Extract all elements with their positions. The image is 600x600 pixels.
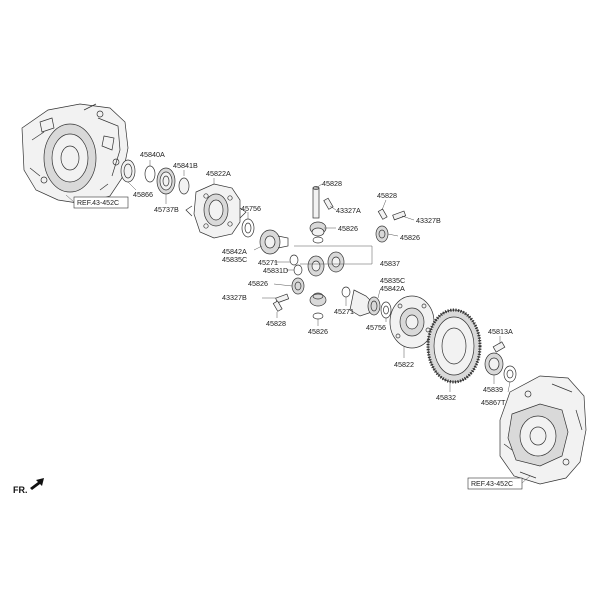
label-45839: 45839: [483, 385, 503, 394]
snap-ring-45840A: [144, 165, 156, 183]
label-45826-top: 45826: [338, 224, 358, 233]
bearing-45737B: [156, 167, 176, 195]
side-gear-left: [259, 229, 289, 255]
label-45756-top: 45756: [241, 204, 261, 213]
ring-gear-45832: [426, 308, 482, 384]
label-43327B-right: 43327B: [416, 216, 441, 225]
label-45828-top: 45828: [322, 179, 342, 188]
transmission-housing-left: [21, 103, 129, 205]
label-43327A: 43327A: [336, 206, 361, 215]
seal-45866: [120, 159, 136, 183]
pinion-45826-top: [309, 221, 327, 244]
pin-43327B-right: [392, 210, 407, 221]
label-45756-bottom: 45756: [366, 323, 386, 332]
label-45822: 45822: [394, 360, 414, 369]
bearing-45839: [484, 352, 504, 376]
label-45826-left: 45826: [248, 279, 268, 288]
ring-45271-bottom: [341, 286, 351, 298]
front-direction-indicator: FR.: [13, 478, 44, 495]
differential-case-45822: [389, 295, 435, 349]
pin-45828-right: [377, 208, 388, 220]
ring-45271-left: [289, 254, 299, 266]
ref-box-top: REF.43-452C: [65, 194, 129, 209]
pinion-45826-bottom: [309, 292, 327, 320]
pin-45828-bottom: [272, 300, 283, 312]
label-45842A-right: 45842A: [380, 284, 405, 293]
label-45737B: 45737B: [154, 205, 179, 214]
label-45828-right: 45828: [377, 191, 397, 200]
part-labels: 45840A 45841B 45822A 45866 45737B 45828 …: [133, 150, 513, 407]
shim-45841B: [178, 177, 190, 195]
fr-label: FR.: [13, 485, 28, 495]
pin-43327B-left: [275, 293, 290, 304]
label-45841B: 45841B: [173, 161, 198, 170]
label-45822A: 45822A: [206, 169, 231, 178]
washer-45756-bottom: [380, 301, 392, 319]
label-45271-left: 45271: [258, 258, 278, 267]
label-45831D: 45831D: [263, 266, 288, 275]
ref-label-bottom: REF.43-452C: [471, 481, 513, 488]
seal-45867T: [503, 365, 517, 383]
front-arrow-icon: [30, 478, 44, 490]
differential-case-45822A: [185, 183, 247, 239]
label-45271-bottom: 45271: [334, 307, 354, 316]
label-45866: 45866: [133, 190, 153, 199]
label-45835C-right: 45835C: [380, 276, 405, 285]
side-gear-right: [349, 289, 381, 317]
label-45826-right: 45826: [400, 233, 420, 242]
label-45835C-left: 45835C: [222, 255, 247, 264]
ring-45831D: [293, 264, 303, 276]
pinion-45826-right: [375, 225, 389, 243]
washer-45756-top: [241, 218, 255, 238]
ref-box-bottom: REF.43-452C: [467, 475, 531, 490]
pinion-45826-left: [291, 277, 305, 295]
transmission-housing-right: [499, 375, 587, 485]
label-45842A-left: 45842A: [222, 247, 247, 256]
label-43327B-left: 43327B: [222, 293, 247, 302]
bolt-45813A: [492, 341, 506, 353]
label-45828-bottom: 45828: [266, 319, 286, 328]
label-45840A: 45840A: [140, 150, 165, 159]
pin-43327A: [323, 197, 334, 210]
label-45832: 45832: [436, 393, 456, 402]
pinion-shaft-45828: [312, 186, 320, 219]
ref-label-top: REF.43-452C: [77, 200, 119, 207]
label-45826-bottom: 45826: [308, 327, 328, 336]
label-45813A: 45813A: [488, 327, 513, 336]
label-45837: 45837: [380, 259, 400, 268]
leader-lines: [127, 160, 511, 393]
label-45867T: 45867T: [481, 398, 506, 407]
center-gear-cluster: [307, 251, 345, 277]
